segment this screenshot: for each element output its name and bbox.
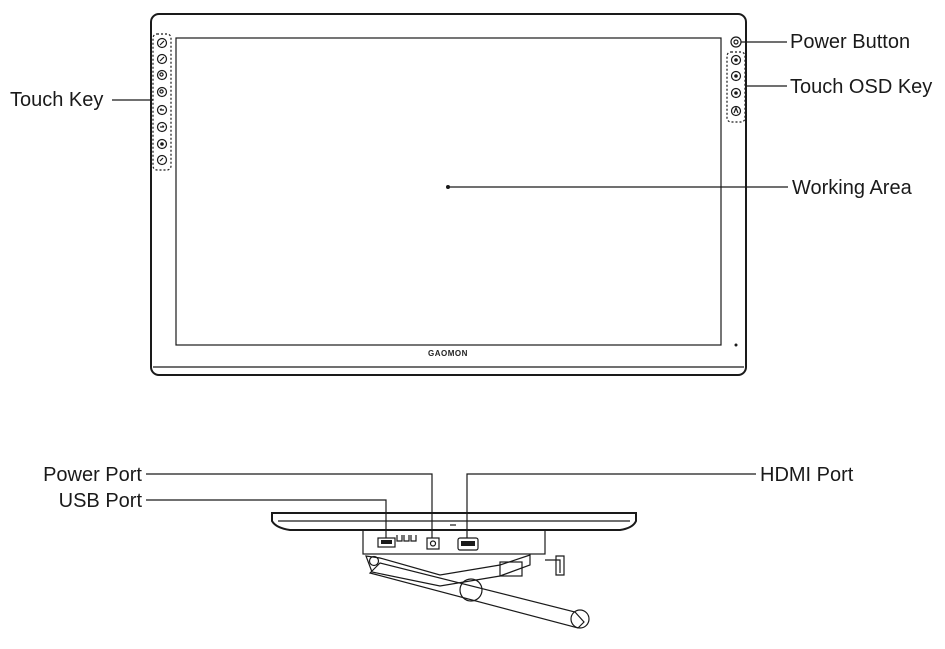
arm-pivot <box>368 555 380 567</box>
osd-minus-key[interactable] <box>730 87 742 99</box>
eraser-icon <box>159 157 164 162</box>
osd-menu-key[interactable] <box>730 54 742 66</box>
menu-icon <box>734 58 738 62</box>
bottom-view: Power Port USB Port HDMI Port <box>43 464 854 629</box>
hdmi-port[interactable] <box>457 537 479 551</box>
touch-key-5[interactable] <box>156 104 168 116</box>
touch-key-6[interactable] <box>156 121 168 133</box>
power-port-leader <box>146 473 433 538</box>
zoom-in-icon <box>159 72 164 77</box>
touch-key-4[interactable] <box>156 86 168 98</box>
power-port-pin <box>429 540 437 547</box>
pen-icon <box>159 56 165 62</box>
touch-key-7[interactable] <box>156 138 168 150</box>
touch-key-buttons <box>156 37 168 166</box>
hinge-bracket <box>499 561 523 577</box>
power-port-label: Power Port <box>43 464 142 486</box>
hinge-knob <box>459 578 483 602</box>
touch-key-2[interactable] <box>156 53 168 65</box>
usb-port-label: USB Port <box>59 490 143 512</box>
working-area-screen <box>175 37 722 346</box>
minus-icon <box>734 91 738 95</box>
front-view: GAOMON Touch Key Power Button Tou <box>10 13 932 376</box>
stand-arm <box>365 554 531 587</box>
touch-key-1[interactable] <box>156 37 168 49</box>
pen-icon <box>159 40 165 46</box>
zoom-out-icon <box>159 89 164 94</box>
hdmi-port-leader <box>466 473 756 538</box>
touch-osd-key-label: Touch OSD Key <box>790 76 932 98</box>
support-foot <box>570 609 590 629</box>
osd-auto-key[interactable] <box>730 105 742 117</box>
power-icon <box>733 39 739 45</box>
osd-plus-key[interactable] <box>730 70 742 82</box>
working-area-dot <box>446 185 450 189</box>
brush-icon <box>160 142 164 146</box>
touch-key-panel <box>152 33 172 171</box>
power-button[interactable] <box>730 36 742 48</box>
auto-icon <box>733 106 739 114</box>
tablet-outer-frame <box>150 13 747 376</box>
touch-key-label: Touch Key <box>10 89 103 111</box>
undo-icon <box>159 108 164 111</box>
hinge-pin <box>545 555 565 576</box>
usb-port-leader <box>146 499 387 538</box>
plus-icon <box>734 74 738 78</box>
touch-key-8[interactable] <box>156 154 168 166</box>
working-area-label: Working Area <box>792 177 913 199</box>
touch-key-3[interactable] <box>156 69 168 81</box>
redo-icon <box>160 125 165 128</box>
hdmi-port-inner <box>461 541 475 546</box>
tablet-bottom-body <box>271 512 637 531</box>
indicator-light <box>734 343 738 347</box>
power-button-label: Power Button <box>790 31 910 53</box>
support-leg <box>368 562 585 629</box>
brand-logo: GAOMON <box>428 349 468 358</box>
usb-port-inner <box>381 540 392 544</box>
power-port[interactable] <box>426 537 440 550</box>
stand-mount <box>362 529 546 555</box>
hdmi-port-label: HDMI Port <box>760 464 854 486</box>
osd-key-panel <box>726 51 746 123</box>
port-clip <box>396 535 417 542</box>
